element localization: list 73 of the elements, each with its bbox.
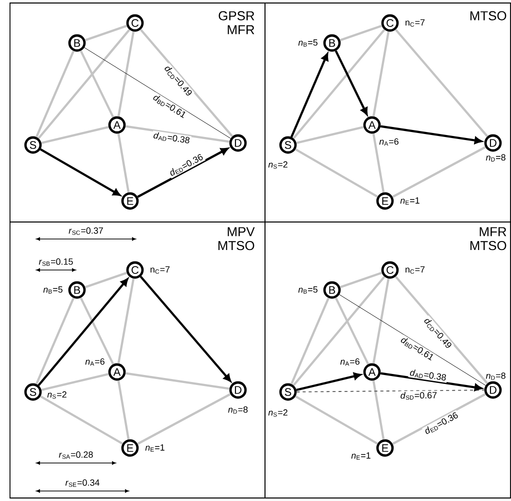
node-value: n$_{S}$=2: [47, 391, 66, 399]
connector: [372, 133, 385, 193]
node-value: n$_{C}$=7: [406, 19, 425, 27]
connector: [125, 125, 230, 143]
connector: [41, 372, 109, 392]
connector: [38, 278, 128, 386]
connector: [394, 276, 488, 384]
dimension-label: r$_{SC}$=0.37: [68, 227, 103, 235]
node-value: n$_{B}$=5: [298, 286, 318, 294]
connector: [40, 395, 124, 445]
connector: [125, 372, 230, 390]
connector: [35, 50, 75, 138]
edge-label: d$_{AD}$=0.38: [154, 132, 190, 144]
node-value: n$_{A}$=6: [85, 358, 104, 366]
node-value: n$_{S}$=2: [268, 409, 288, 417]
connector: [140, 276, 232, 382]
connector: [80, 50, 114, 118]
connector: [80, 297, 114, 365]
connector: [294, 395, 378, 445]
node-value: n$_{D}$=8: [228, 406, 248, 414]
connector: [392, 146, 486, 198]
node-value: n$_{E}$=1: [351, 452, 370, 460]
node-value: n$_{C}$=7: [150, 266, 170, 274]
edge-label: d$_{SD}$=0.67: [400, 392, 437, 400]
connector: [340, 272, 382, 288]
connector: [137, 148, 228, 198]
connector: [41, 126, 109, 144]
node-value: n$_{B}$=5: [298, 39, 318, 47]
connector: [290, 298, 330, 384]
dimension-label: r$_{SB}$=0.15: [38, 258, 73, 266]
connector: [296, 390, 485, 392]
connector: [35, 298, 75, 384]
connector: [392, 393, 486, 445]
connector: [84, 47, 231, 139]
connector: [294, 148, 378, 198]
connector: [380, 372, 482, 391]
connector: [394, 28, 488, 138]
node-value: n$_{E}$=1: [400, 197, 420, 205]
connector: [340, 24, 382, 42]
node-value: n$_{A}$=6: [379, 138, 398, 146]
node-value: n$_{C}$=7: [406, 266, 425, 274]
connector: [290, 53, 328, 138]
edge-label: d$_{AD}$=0.38: [410, 370, 446, 380]
connector: [292, 276, 386, 386]
dimension-label: r$_{SE}$=0.34: [65, 479, 100, 487]
connector: [117, 380, 130, 440]
connector: [137, 393, 231, 445]
node-value: n$_{E}$=1: [145, 444, 164, 452]
connector: [296, 372, 362, 392]
connector: [117, 133, 130, 193]
connector: [40, 148, 120, 196]
connector: [117, 31, 135, 117]
node-value: n$_{D}$=8: [486, 372, 506, 380]
connector: [334, 50, 368, 116]
node-value: n$_{D}$=8: [486, 154, 506, 162]
connector: [84, 24, 128, 42]
edge-label: d$_{BD}$=0.61: [153, 96, 186, 118]
node-value: n$_{B}$=5: [43, 286, 62, 294]
connector: [380, 125, 482, 144]
dimension-label: r$_{SA}$=0.28: [58, 451, 93, 459]
connector: [296, 126, 364, 144]
connector: [140, 28, 234, 138]
connector: [372, 380, 385, 440]
node-value: n$_{A}$=6: [340, 358, 360, 366]
connector: [292, 28, 386, 140]
connector: [372, 31, 390, 117]
connector: [372, 278, 390, 364]
connector: [38, 28, 130, 140]
connector: [84, 272, 128, 288]
connector: [339, 294, 486, 386]
connector: [334, 297, 370, 365]
node-value: n$_{S}$=2: [268, 161, 288, 169]
connector: [117, 278, 135, 364]
